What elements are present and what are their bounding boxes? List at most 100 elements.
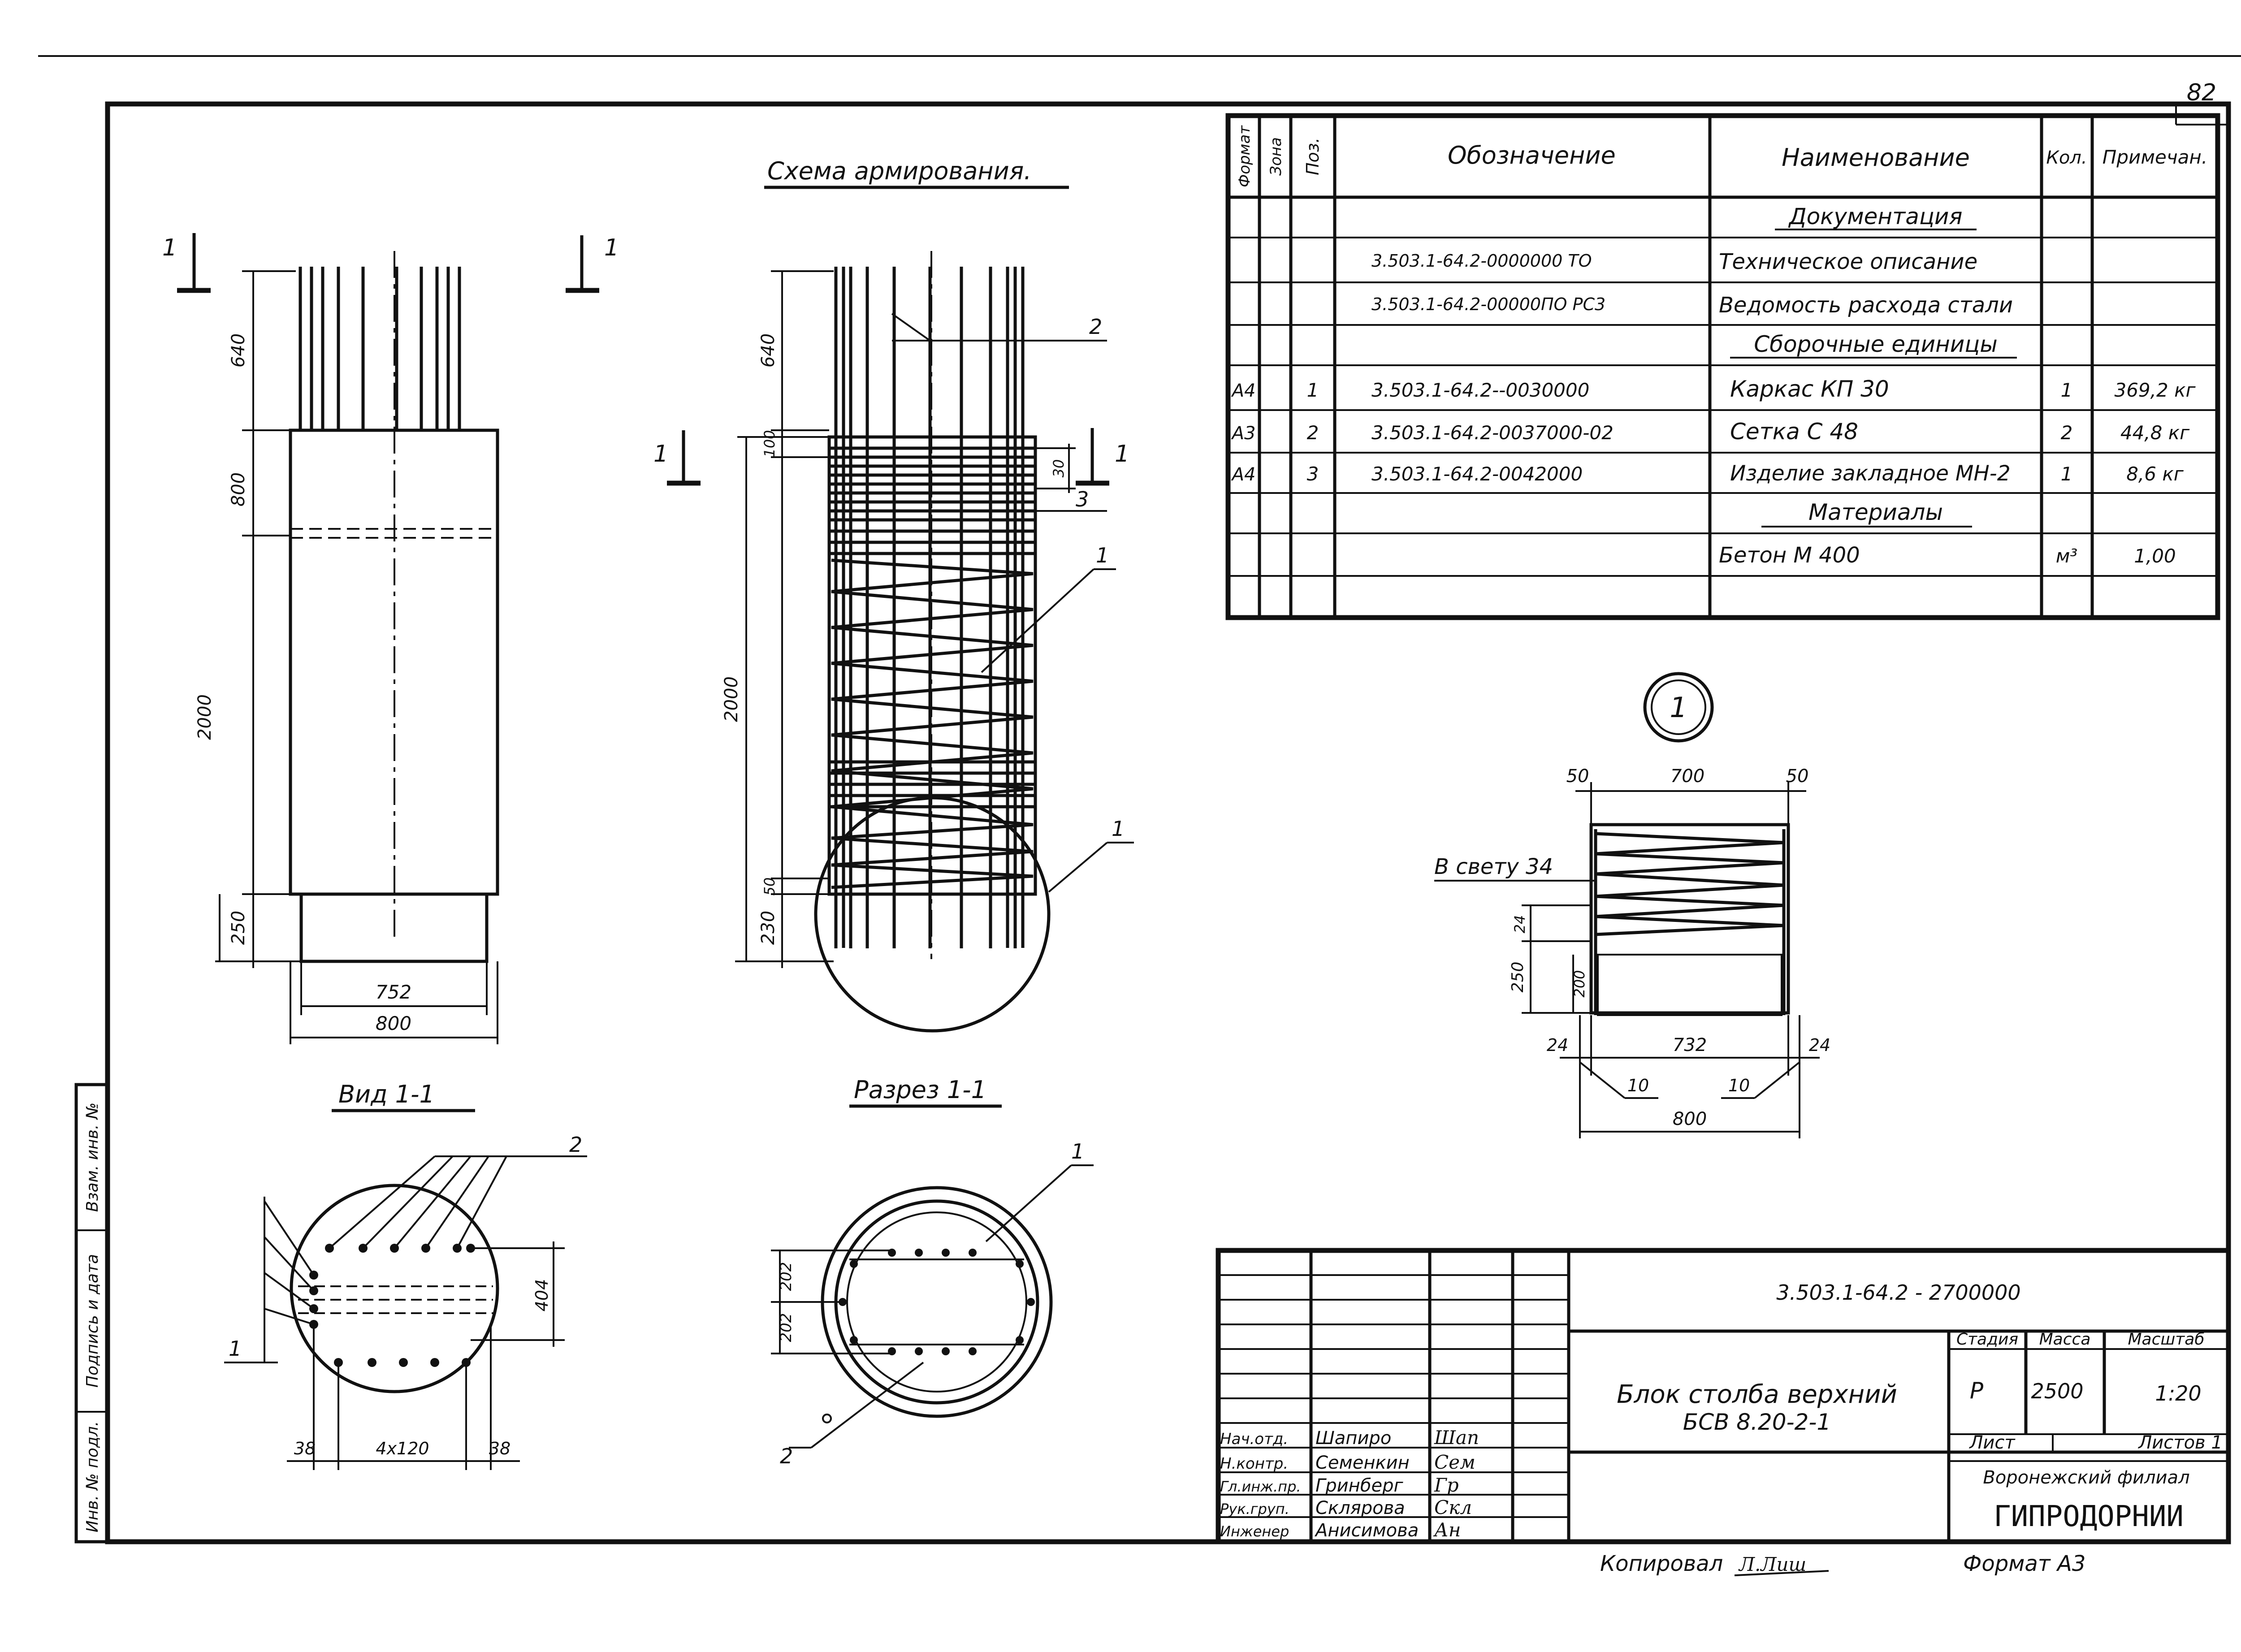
node-dim-250: 250 [1509,962,1527,993]
spec-cell-pos: 2 [1307,422,1319,444]
signatory-name: Анисимова [1314,1520,1419,1541]
section-1-1: Разрез 1-1 1 2 202 202 [771,1076,1094,1468]
signatory-row: Нач.отд. Шапиро Шап [1220,1427,1479,1449]
reinforcement-section-mark-right: 1 [1115,441,1129,467]
reinforcement-section-mark-left: 1 [653,441,668,467]
spec-row: Сборочные единицы [1730,331,2017,359]
stamp-signature-date: Подпись и дата [83,1254,102,1388]
facade-view: 1 1 640 800 2000 250 752 [162,233,619,1044]
signatory-row: Гл.инж.пр. Гринберг Гр [1220,1474,1459,1496]
scale-value: 1:20 [2155,1381,2201,1405]
spec-cell-designation: 3.503.1-64.2-0042000 [1371,463,1583,485]
side-stamp: Инв. № подл. Подпись и дата Взам. инв. № [74,1083,109,1544]
view-leaders: 2 1 [224,1133,587,1363]
section-callout-1: 1 [1071,1139,1084,1163]
spec-row: А4 3 3.503.1-64.2-0042000 Изделие заклад… [1231,461,2184,486]
drawing-name-line1: Блок столба верхний [1617,1380,1897,1409]
node-detail: 1 50 700 50 В свету 34 24 250 200 24 732… [1434,672,1830,1138]
section-1-1-title: Разрез 1-1 [854,1076,986,1104]
signatory-name: Гринберг [1315,1475,1403,1496]
section-dim-202-top: 202 [777,1262,795,1291]
signatory-role: Гл.инж.пр. [1220,1478,1301,1495]
stamp-inv-original: Инв. № подл. [83,1421,102,1532]
callout-pos-1: 1 [1096,543,1109,567]
spec-header-zone: Зона [1267,137,1285,176]
signatory-name: Шапиро [1315,1428,1391,1449]
spec-cell-name: Изделие закладное МН-2 [1730,461,2011,486]
reinforcement-vertical-dimensions: 640 100 2000 50 230 30 [721,270,1076,968]
sheet-frame: 82 [38,55,2241,1544]
copied-by-label: Копировал [1600,1551,1723,1576]
spec-table: Формат Зона Поз. Обозначение Наименовани… [1225,113,2220,620]
spec-header-designation: Обозначение [1448,141,1616,169]
sheets-count: Листов 1 [2137,1432,2223,1453]
callout-pos-2: 2 [1089,315,1102,339]
signatory-row: Рук.груп. Склярова Скл [1220,1496,1472,1518]
node-dim-top-700: 700 [1670,766,1705,787]
mass-value: 2500 [2031,1379,2083,1403]
sheet-label: Лист [1968,1432,2016,1453]
column-foot [299,892,489,963]
spec-cell-designation: 3.503.1-64.2-0000000 ТО [1371,251,1592,271]
page-number: 82 [2187,79,2216,106]
facade-dim-outer-width: 800 [376,1012,411,1034]
spec-header-qty: Кол. [2046,147,2087,168]
facade-dim-top: 640 [228,333,249,368]
signatory-role: Инженер [1220,1523,1289,1540]
spiral-reinforcement [831,558,1034,889]
document-code: 3.503.1-64.2 - 2700000 [1776,1280,2020,1305]
stage-value: Р [1970,1378,1984,1404]
spec-row: 3.503.1-64.2-0000000 ТО Техническое опис… [1371,249,1977,274]
view-1-1-title: Вид 1-1 [338,1080,435,1108]
view-bar-dots [309,1244,475,1367]
organization-line1: Воронежский филиал [1983,1467,2189,1488]
node-clear-label: В свету 34 [1434,854,1553,879]
reinforcement-title: Схема армирования. [767,157,1031,185]
signatory-role: Нач.отд. [1220,1430,1288,1448]
spec-cell-name: Ведомость расхода стали [1719,293,2013,318]
spec-cell-qty: 2 [2061,422,2073,444]
section-dim-202-bottom: 202 [777,1313,795,1342]
node-dim-24: 24 [1511,915,1528,934]
spec-cell-qty: 1 [2061,463,2073,485]
section-callout-2: 2 [780,1444,793,1468]
longitudinal-bars [834,267,1025,948]
spec-cell-note: 8,6 кг [2126,463,2184,485]
reinforcement-dim-body: 2000 [721,676,742,722]
spec-row: А3 2 3.503.1-64.2-0037000-02 Сетка С 48 … [1231,419,2190,445]
spec-header-format: Формат [1236,125,1254,187]
facade-section-mark-right: 1 [604,234,619,261]
node-dim-800: 800 [1673,1109,1707,1129]
spec-cell-name: Бетон М 400 [1719,543,1860,568]
reinforcement-dim-bottom: 230 [758,911,779,945]
signatory-signature: Скл [1434,1496,1472,1518]
view-dim-left-38: 38 [294,1439,316,1458]
scale-label: Масштаб [2128,1330,2204,1349]
spec-cell-format: А4 [1231,464,1256,485]
signatory-signature: Шап [1434,1427,1479,1449]
section-bar-dots [839,1249,1035,1355]
view-callout-1: 1 [229,1336,242,1361]
facade-vertical-dimensions: 640 800 2000 250 [195,270,301,968]
node-dim-right-50: 50 [1786,766,1809,787]
signatory-row: Н.контр. Семенкин Сем [1220,1451,1475,1473]
node-dim-right-24: 24 [1809,1035,1830,1055]
spec-cell-format: А4 [1231,381,1256,401]
signatory-name: Склярова [1315,1498,1405,1518]
facade-dim-bottom: 250 [228,911,249,945]
signatory-signature: Ан [1433,1519,1461,1541]
spec-cell-name: Документация [1788,203,1963,229]
spec-cell-designation: 3.503.1-64.2--0030000 [1371,379,1589,401]
mass-label: Масса [2039,1330,2091,1349]
reinforcement-scheme: Схема армирования. [653,157,1134,1033]
callout-node-1: 1 [1112,817,1125,841]
spec-cell-name: Материалы [1808,499,1943,525]
callout-pos-3: 3 [1076,487,1089,511]
spec-cell-qty: 1 [2061,379,2073,401]
node-dim-left-50: 50 [1566,766,1589,787]
spec-row: 3.503.1-64.2-00000ПО РС3 Ведомость расхо… [1371,293,2013,318]
stamp-replaced-inv: Взам. инв. № [83,1103,102,1212]
title-block: 3.503.1-64.2 - 2700000 Блок столба верхн… [1216,1248,2231,1544]
spec-row: Материалы [1761,499,1972,528]
reinforcement-dim-100: 100 [761,430,778,457]
